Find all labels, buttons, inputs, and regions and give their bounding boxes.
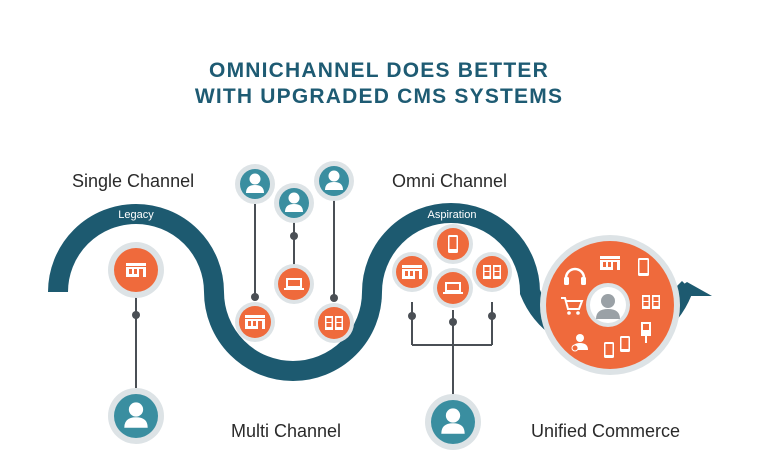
phone-icon — [604, 342, 614, 358]
single-channel-group — [108, 242, 164, 444]
omni-channel-group — [392, 224, 512, 450]
band-label-aspiration: Aspiration — [428, 209, 477, 221]
store-icon — [126, 263, 146, 277]
laptop-icon — [443, 282, 463, 294]
store-icon — [245, 315, 265, 329]
diagram-title: OMNICHANNEL DOES BETTER WITH UPGRADED CM… — [0, 58, 758, 110]
phone-icon — [620, 336, 630, 352]
stage-label-single-channel: Single Channel — [72, 171, 195, 191]
phone-icon — [448, 235, 458, 253]
stage-label-unified-commerce: Unified Commerce — [531, 421, 681, 441]
stage-label-omni-channel: Omni Channel — [392, 171, 508, 191]
unified-commerce-group — [540, 235, 680, 375]
headset-icon — [564, 267, 586, 285]
phone-icon — [638, 258, 649, 276]
multi-channel-group — [235, 161, 354, 343]
band-label-legacy: Legacy — [118, 209, 154, 221]
store-icon — [402, 265, 422, 279]
kiosk-icon — [641, 322, 651, 343]
laptop-icon — [284, 278, 304, 290]
band-label-nirvana: Nirvana — [589, 388, 628, 400]
title-line-1: OMNICHANNEL DOES BETTER — [209, 59, 549, 82]
store-icon — [600, 256, 620, 270]
band-label-reality: Reality — [277, 389, 311, 401]
stage-label-multi-channel: Multi Channel — [231, 421, 342, 441]
add-user-icon — [571, 334, 588, 352]
title-line-2: WITH UPGRADED CMS SYSTEMS — [194, 85, 564, 108]
cart-icon — [561, 297, 584, 315]
